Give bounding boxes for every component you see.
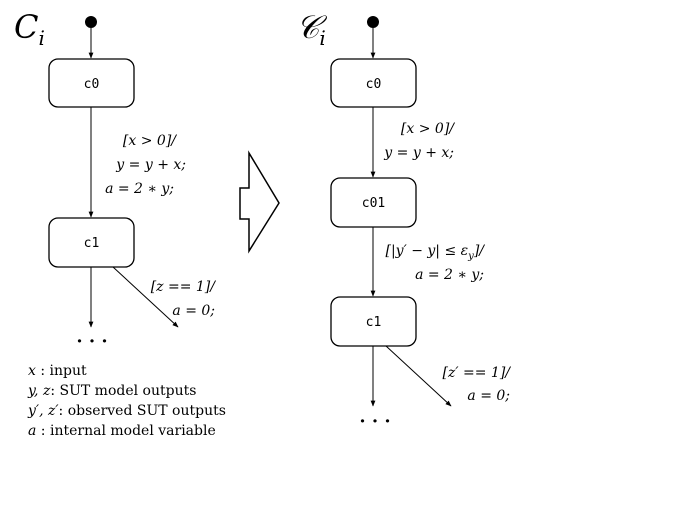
right-t2-action: a = 2 ∗ y; [415, 267, 484, 283]
legend-item-observed-outputs: y′, z′: observed SUT outputs [27, 403, 226, 419]
legend-item-input: x : input [28, 363, 87, 379]
right-transition-1-label: [x > 0]/ y = y + x; [383, 121, 455, 161]
right-t1-guard: [x > 0]/ [401, 121, 455, 137]
left-title: Ci [14, 8, 45, 50]
right-t1-action: y = y + x; [383, 145, 454, 161]
transformation-arrow-icon [239, 150, 280, 254]
right-ellipsis: · · · [359, 411, 390, 432]
right-transition-2-label: [|y′ − y| ≤ εy]/ a = 2 ∗ y; [385, 243, 485, 283]
left-t1-guard: [x > 0]/ [123, 133, 177, 149]
right-title: 𝒞i [296, 8, 328, 50]
left-arrow-c1-diagonal [112, 266, 179, 328]
right-state-c1-label: c1 [366, 315, 382, 330]
left-t2-action: a = 0; [172, 303, 215, 319]
right-initial-state-dot [367, 16, 379, 28]
right-statechart: 𝒞i c0 [x > 0]/ y = y + x; c01 [|y′ − y| … [296, 8, 511, 432]
right-t2-guard: [|y′ − y| ≤ εy]/ [385, 243, 485, 262]
left-statechart: Ci c0 [x > 0]/ y = y + x; a = 2 ∗ y; c1 … [14, 8, 226, 439]
left-t1-action-1: y = y + x; [115, 157, 186, 173]
right-t3-action: a = 0; [467, 388, 510, 404]
legend-item-internal-variable: a : internal model variable [28, 423, 216, 439]
right-arrow-c1-diagonal [385, 345, 452, 407]
left-initial-state-dot [85, 16, 97, 28]
right-transition-3-label: [z′ == 1]/ a = 0; [443, 365, 512, 404]
legend: x : input y, z: SUT model outputs y′, z′… [27, 363, 226, 439]
left-transition-1-label: [x > 0]/ y = y + x; a = 2 ∗ y; [105, 133, 186, 197]
right-state-c01-label: c01 [362, 196, 385, 211]
left-ellipsis: · · · [76, 331, 107, 352]
left-transition-2-label: [z == 1]/ a = 0; [151, 279, 217, 319]
right-state-c0-label: c0 [366, 77, 382, 92]
left-t2-guard: [z == 1]/ [151, 279, 217, 295]
left-t1-action-2: a = 2 ∗ y; [105, 181, 174, 197]
left-state-c0-label: c0 [84, 77, 100, 92]
left-state-c1-label: c1 [84, 236, 100, 251]
legend-item-model-outputs: y, z: SUT model outputs [27, 383, 196, 399]
right-t3-guard: [z′ == 1]/ [443, 365, 512, 381]
